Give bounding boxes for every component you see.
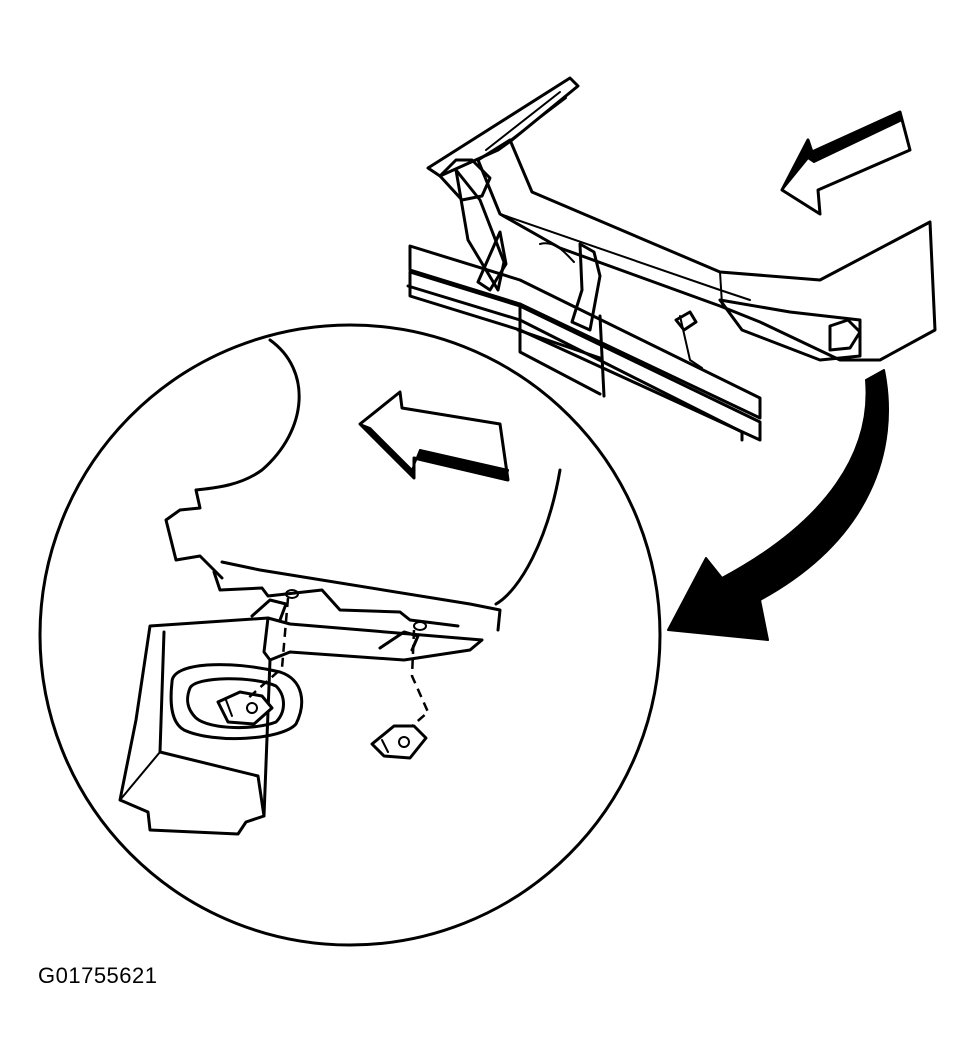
front-end-assembly [406, 76, 937, 442]
curved-arrow-icon [667, 369, 890, 641]
figure-code: G01755621 [38, 963, 158, 988]
detail-circle [38, 323, 662, 947]
